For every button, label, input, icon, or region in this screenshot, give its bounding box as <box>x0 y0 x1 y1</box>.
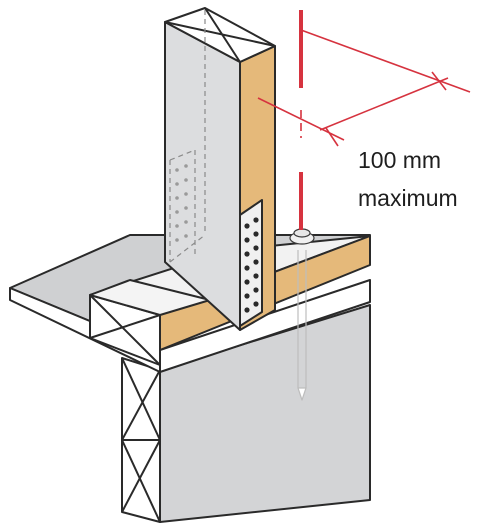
hidden-lines <box>169 10 206 263</box>
nail-plate-connector <box>239 199 263 327</box>
anchor-bolt <box>289 228 315 401</box>
dimension-markers <box>257 10 471 230</box>
dimension-value-label: 100 mm <box>358 147 442 173</box>
hidden-nails <box>175 164 188 242</box>
foundation-wall <box>121 304 371 523</box>
dimension-qualifier-label: maximum <box>358 185 458 211</box>
